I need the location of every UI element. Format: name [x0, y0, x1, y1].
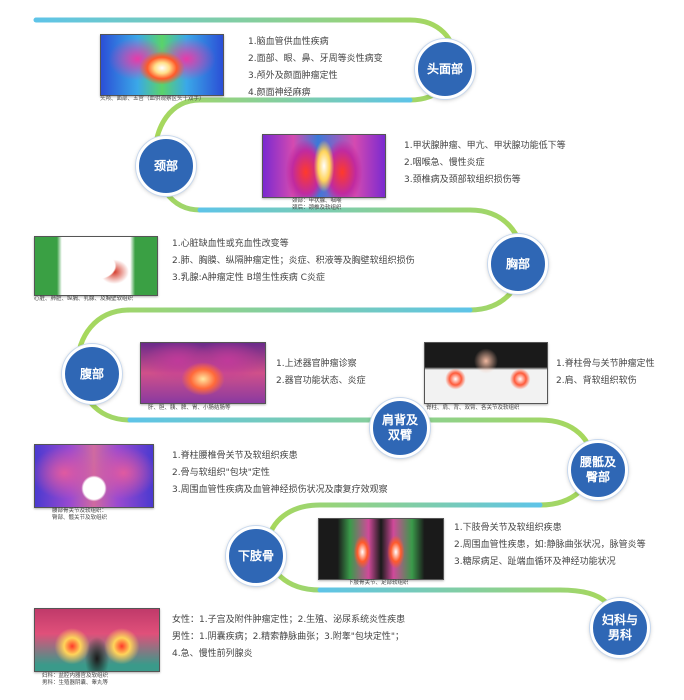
list-neck: 1.甲状腺肿瘤、甲亢、甲状腺功能低下等 2.咽喉急、慢性炎症 3.颈椎病及颈部软…	[404, 138, 566, 189]
badge-gyn-andro: 妇科与 男科	[590, 598, 650, 658]
list-item: 1.脑血管供血性疾病	[248, 37, 329, 47]
badge-chest: 胸部	[488, 234, 548, 294]
list-lower-limb: 1.下肢骨关节及软组织疾患 2.周围血管性疾患，如:静脉曲张状况，脉管炎等 3.…	[454, 520, 646, 571]
thermal-image-head	[100, 34, 224, 96]
list-item: 3.糖尿病足、趾端血循环及神经功能状况	[454, 557, 616, 567]
list-item: 2.周围血管性疾患，如:静脉曲张状况，脉管炎等	[454, 540, 646, 550]
list-item: 女性：1.子宫及附件肿瘤定性；2.生殖、泌尿系统炎性疾患	[172, 615, 406, 625]
list-item: 1.脊柱骨与关节肿瘤定性	[556, 359, 655, 369]
badge-lower-limb: 下肢骨	[226, 526, 286, 586]
list-item: 3.乳腺:A肿瘤定性 B增生性疾病 C炎症	[172, 273, 325, 283]
list-item: 2.面部、眼、鼻、牙周等炎性病变	[248, 54, 383, 64]
caption-abdomen: 肝、胆、胰、脾、胃、小肠结肠等	[148, 405, 231, 411]
list-item: 1.心脏缺血性或充血性改变等	[172, 239, 289, 249]
badge-head-face: 头面部	[415, 39, 475, 99]
list-item: 2.咽喉急、慢性炎症	[404, 158, 485, 168]
list-item: 男性：1.阴囊疾病；2.精索静脉曲张；3.附睾"包块定性"；	[172, 632, 405, 642]
list-item: 3.颈椎病及颈部软组织损伤等	[404, 175, 521, 185]
caption-chest: 心脏、肺脏、纵膈、乳腺、及胸壁软组织	[34, 296, 134, 302]
caption-head: 头颅、面部、五官（血供观察区头十双手）	[100, 96, 205, 102]
caption-lower-limb: 下肢骨关节、足部软组织	[348, 580, 409, 586]
caption-neck: 颈部：甲状腺、咽喉 颈后：颈椎及软组织	[292, 198, 342, 211]
list-item: 1.脊柱腰椎骨关节及软组织疾患	[172, 451, 298, 461]
caption-gyn: 妇科：盆腔内器官及软组织 男科：生殖器阴囊、睾丸等	[42, 673, 109, 686]
badge-neck: 颈部	[136, 136, 196, 196]
caption-shoulder: 脊柱、肩、背、双臂、各关节及软组织	[426, 405, 520, 411]
list-item: 3.颅外及颜面肿瘤定性	[248, 71, 338, 81]
badge-waist-hip: 腰骶及 臀部	[568, 440, 628, 500]
badge-abdomen: 腹部	[62, 344, 122, 404]
path-segment-1	[33, 17, 458, 103]
badge-shoulder-arm: 肩背及 双臂	[370, 398, 430, 458]
list-abdomen: 1.上述器官肿瘤诊察 2.器官功能状态、炎症	[276, 356, 366, 390]
list-item: 2.肺、胸膜、纵隔肿瘤定性；炎症、积液等及胸壁软组织损伤	[172, 256, 415, 266]
list-waist: 1.脊柱腰椎骨关节及软组织疾患 2.骨与软组织"包块"定性 3.周围血管性疾病及…	[172, 448, 388, 499]
list-head: 1.脑血管供血性疾病 2.面部、眼、鼻、牙周等炎性病变 3.颅外及颜面肿瘤定性 …	[248, 34, 383, 102]
list-chest: 1.心脏缺血性或充血性改变等 2.肺、胸膜、纵隔肿瘤定性；炎症、积液等及胸壁软组…	[172, 236, 415, 287]
list-item: 2.骨与软组织"包块"定性	[172, 468, 270, 478]
thermal-image-neck	[262, 134, 386, 198]
thermal-image-chest	[34, 236, 158, 296]
list-item: 2.器官功能状态、炎症	[276, 376, 366, 386]
thermal-image-abdomen	[140, 342, 266, 404]
list-gyn: 女性：1.子宫及附件肿瘤定性；2.生殖、泌尿系统炎性疾患 男性：1.阴囊疾病；2…	[172, 612, 405, 663]
list-item: 1.下肢骨关节及软组织疾患	[454, 523, 562, 533]
list-item: 1.上述器官肿瘤诊察	[276, 359, 357, 369]
list-item: 4.急、慢性前列腺炎	[172, 649, 253, 659]
list-item: 4.颜面神经麻痹	[248, 88, 311, 98]
thermal-image-shoulder	[424, 342, 548, 404]
list-item: 2.肩、背软组织软伤	[556, 376, 637, 386]
list-shoulder: 1.脊柱骨与关节肿瘤定性 2.肩、背软组织软伤	[556, 356, 655, 390]
thermal-image-lower-limb	[318, 518, 444, 580]
caption-waist: 腰部骨关节及软组织： 臀部、髋关节及软组织	[52, 508, 108, 521]
thermal-image-waist	[34, 444, 154, 508]
thermal-image-gyn	[34, 608, 160, 672]
list-item: 1.甲状腺肿瘤、甲亢、甲状腺功能低下等	[404, 141, 566, 151]
list-item: 3.周围血管性疾病及血管神经损伤状况及康复疗效观察	[172, 485, 388, 495]
